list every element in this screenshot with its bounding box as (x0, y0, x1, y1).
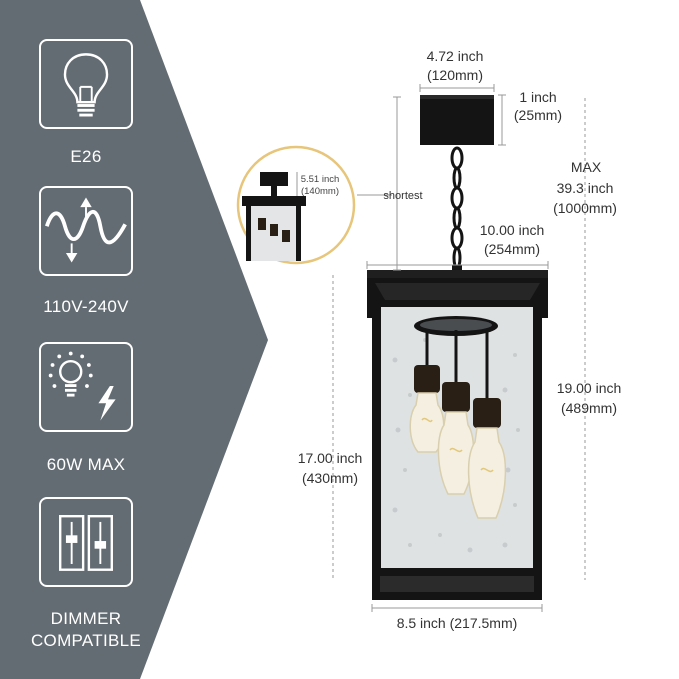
top-width-mm-label: (254mm) (483, 241, 540, 257)
chain (450, 146, 464, 270)
total-height-mm-label: (489mm) (560, 400, 617, 416)
dimmer-switch-icon (39, 497, 133, 587)
max-length-label: 39.3 inch (556, 180, 614, 196)
base-width-label: 8.5 inch (217.5mm) (396, 615, 518, 631)
max-length-mm-label: (1000mm) (553, 200, 617, 216)
body-height-mm-label: (430mm) (301, 470, 358, 486)
canopy-width-label: 4.72 inch (426, 48, 484, 64)
feature-label-dimmer-line1: DIMMER (50, 609, 122, 628)
shortest-length-mm-label: (140mm) (300, 186, 339, 197)
total-height-label: 19.00 inch (556, 380, 622, 396)
bright-bulb-icon (39, 342, 133, 432)
bulb-right (467, 427, 507, 519)
top-width-label: 10.00 inch (479, 222, 545, 238)
max-label: MAX (570, 159, 602, 175)
body-height-label: 17.00 inch (297, 450, 363, 466)
canopy-width-mm-label: (120mm) (426, 67, 483, 83)
canopy-height-mm-label: (25mm) (513, 107, 563, 123)
shortest-length-label: 5.51 inch (300, 174, 340, 185)
feature-label-wattage: 60W MAX (46, 455, 126, 474)
voltage-wave-icon (39, 186, 133, 276)
feature-label-voltage: 110V-240V (43, 297, 129, 316)
feature-label-dimmer-line2: COMPATIBLE (30, 631, 142, 650)
light-bulb-icon (39, 39, 133, 129)
bulb-middle (437, 411, 475, 495)
bulb-left (409, 392, 445, 453)
canopy-height-label: 1 inch (519, 89, 557, 105)
feature-label-socket: E26 (70, 147, 102, 166)
shortest-label: shortest (383, 190, 423, 202)
